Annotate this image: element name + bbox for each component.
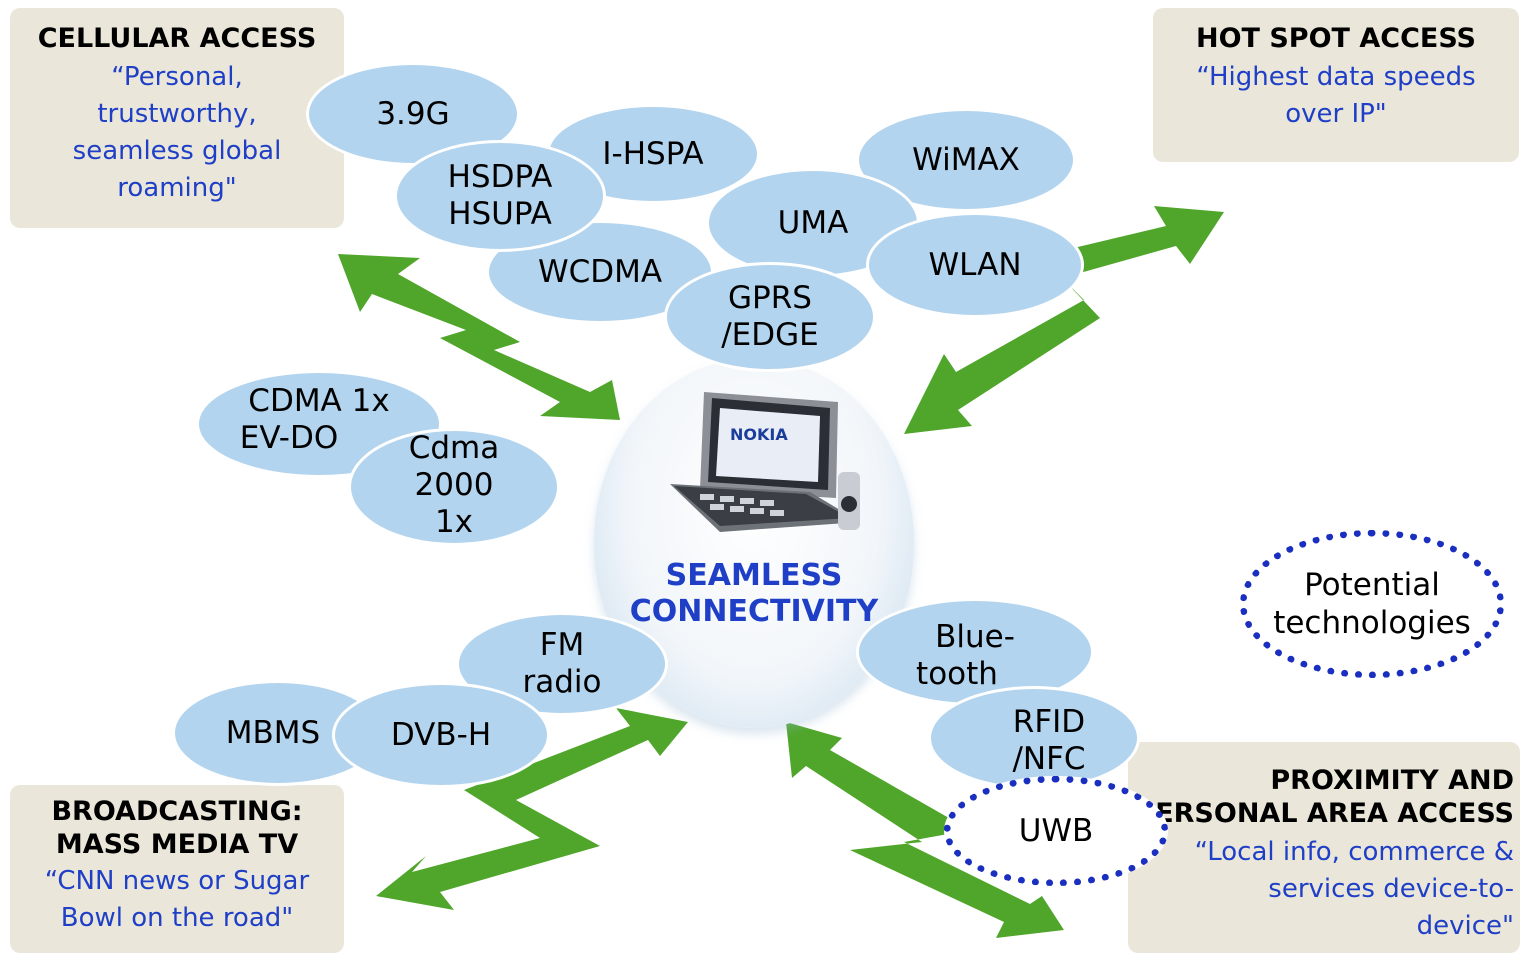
tech-uwb-potential: UWB: [944, 776, 1168, 886]
broadcasting-box: BROADCASTING: MASS MEDIA TV “CNN news or…: [10, 785, 344, 953]
legend-potential-technologies: Potential technologies: [1240, 530, 1504, 678]
tech-fm-line1: FM: [539, 627, 585, 663]
proximity-title-2: PERSONAL AREA ACCESS: [1135, 798, 1514, 829]
arrow-hotspot: [904, 206, 1224, 434]
hub-label: SEAMLESS CONNECTIVITY: [594, 558, 914, 630]
arrow-broadcast: [376, 708, 688, 910]
tech-fm-label: FM radio: [523, 627, 602, 701]
tech-cdma-2000-1x: Cdma 2000 1x: [348, 428, 560, 546]
arrow-proximity: [786, 722, 1064, 938]
tech-bluetooth: Blue- tooth: [856, 598, 1094, 706]
proximity-title-1: PROXIMITY AND: [1270, 765, 1514, 796]
hot-spot-access-box: HOT SPOT ACCESS “Highest data speeds ove…: [1153, 8, 1519, 162]
tech-cdma1x-label: CDMA 1x EV-DO: [240, 383, 398, 457]
tech-bt-line2: tooth: [916, 656, 998, 692]
tech-rfid-line2: /NFC: [1012, 741, 1086, 777]
tech-fm-line2: radio: [522, 664, 602, 700]
tech-bt-line1: Blue-: [935, 619, 1015, 655]
tech-mbms-label: MBMS: [225, 714, 321, 751]
tech-cdma2000-label: Cdma 2000 1x: [409, 430, 500, 541]
tech-cdma2000-line1: Cdma: [408, 429, 500, 466]
hub-label-line1: SEAMLESS: [665, 558, 843, 593]
tech-3-9g-label: 3.9G: [376, 95, 450, 132]
tech-hsdpa-label: HSDPA HSUPA: [448, 159, 553, 233]
tech-gprs-edge: GPRS /EDGE: [664, 262, 876, 372]
legend-line2: technologies: [1273, 605, 1471, 641]
tech-i-hspa: I-HSPA: [546, 104, 760, 204]
arrow-cellular: [338, 254, 620, 420]
broadcasting-title-1: BROADCASTING:: [51, 796, 303, 827]
tech-gprs-line1: GPRS: [728, 280, 812, 316]
tech-rfid-label: RFID /NFC: [1012, 704, 1085, 778]
tech-cdma2000-line2: 2000: [414, 466, 494, 503]
tech-hsdpa-line1: HSDPA: [447, 159, 553, 195]
hot-spot-access-quote: “Highest data speeds over IP": [1196, 62, 1476, 129]
tech-cdma1x-line2: EV-DO: [239, 420, 339, 456]
cellular-access-quote: “Personal, trustworthy, seamless global …: [72, 62, 282, 203]
tech-dvb-h: DVB-H: [332, 682, 550, 788]
hub-label-line2: CONNECTIVITY: [629, 594, 879, 629]
tech-rfid-nfc: RFID /NFC: [928, 686, 1140, 790]
nokia-logo: NOKIA: [730, 425, 788, 444]
tech-rfid-line1: RFID: [1012, 704, 1086, 740]
tech-wimax-label: WiMAX: [912, 141, 1020, 178]
tech-wimax: WiMAX: [856, 108, 1076, 212]
broadcasting-quote: “CNN news or Sugar Bowl on the road": [44, 866, 310, 933]
proximity-quote: “Local info, commerce & services device-…: [1194, 837, 1514, 941]
proximity-box: PROXIMITY AND PERSONAL AREA ACCESS “Loca…: [1128, 742, 1520, 953]
legend-line1: Potential: [1304, 567, 1440, 603]
hot-spot-access-title: HOT SPOT ACCESS: [1195, 23, 1477, 54]
tech-uwb-label: UWB: [1018, 813, 1094, 849]
nokia-device-image: NOKIA: [670, 392, 860, 532]
legend-label: Potential technologies: [1273, 566, 1471, 642]
tech-bt-label: Blue- tooth: [916, 619, 1034, 693]
broadcasting-title-2: MASS MEDIA TV: [55, 829, 299, 860]
tech-wlan-label: WLAN: [928, 246, 1022, 283]
cellular-access-title: CELLULAR ACCESS: [37, 23, 317, 54]
tech-i-hspa-label: I-HSPA: [602, 135, 704, 172]
cellular-access-box: CELLULAR ACCESS “Personal, trustworthy, …: [10, 8, 344, 228]
tech-cdma2000-line3: 1x: [434, 503, 474, 540]
tech-cdma1x-line1: CDMA 1x: [248, 383, 390, 419]
tech-cdma-1x-ev-do: CDMA 1x EV-DO: [196, 370, 442, 478]
tech-gprs-line2: /EDGE: [721, 317, 819, 353]
tech-uma-label: UMA: [777, 204, 849, 241]
tech-gprs-label: GPRS /EDGE: [721, 280, 819, 354]
tech-wcdma-label: WCDMA: [537, 253, 663, 290]
tech-dvbh-label: DVB-H: [390, 716, 492, 753]
tech-hsdpa-hsupa: HSDPA HSUPA: [394, 140, 606, 252]
tech-wlan: WLAN: [866, 212, 1084, 318]
tech-hsdpa-line2: HSUPA: [448, 196, 552, 232]
